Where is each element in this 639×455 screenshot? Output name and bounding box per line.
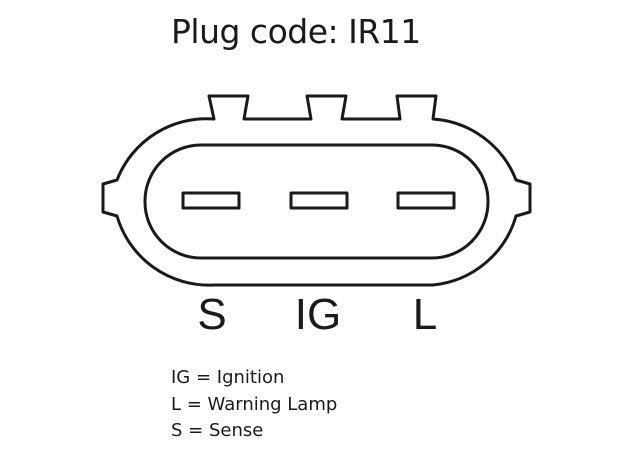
connector-outer-housing <box>101 94 532 287</box>
pin-slot-ig <box>289 191 349 210</box>
legend-item-s: S = Sense <box>171 420 264 441</box>
pin-label-s: S <box>197 290 227 339</box>
pin-label-l: L <box>412 290 438 339</box>
pin-legend: IG = Ignition L = Warning Lamp S = Sense <box>171 365 337 445</box>
plug-code-title: Plug code: IR11 <box>171 12 421 51</box>
legend-item-l: L = Warning Lamp <box>171 393 338 415</box>
legend-item-ig: IG = Ignition <box>171 367 285 388</box>
pin-label-ig: IG <box>294 290 342 339</box>
pin-slot-l <box>396 191 456 210</box>
pin-slot-s <box>181 191 241 210</box>
connector-inner-face <box>143 143 490 260</box>
